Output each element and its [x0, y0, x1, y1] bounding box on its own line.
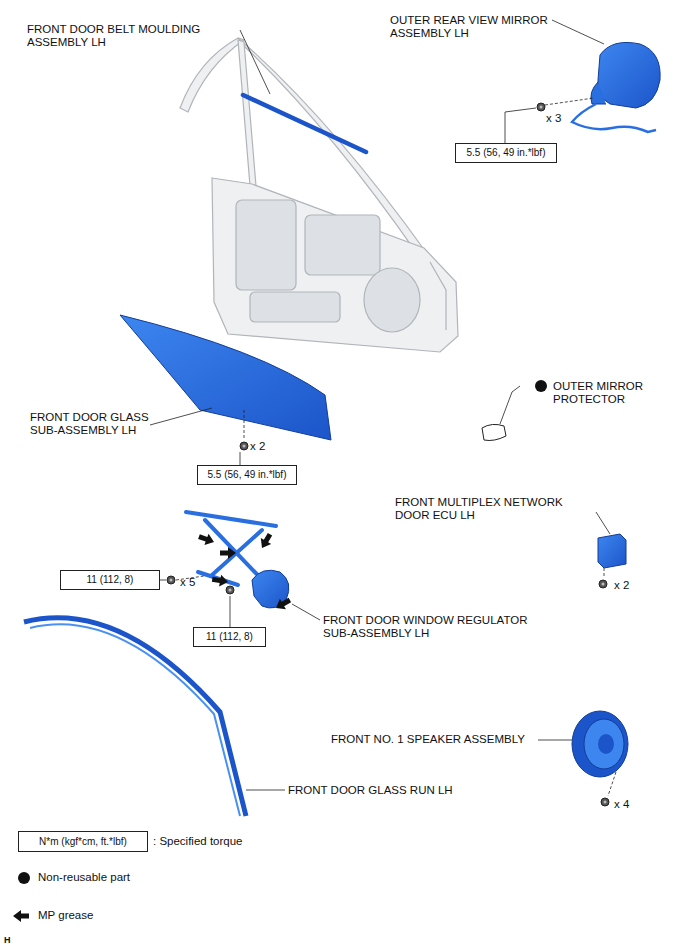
- door-glass: [120, 315, 331, 465]
- part-name: FRONT DOOR WINDOW REGULATOR SUB-ASSEMBLY…: [323, 614, 548, 640]
- door-ecu: [596, 512, 626, 588]
- quantity-label: FRONT DOOR GLASS RUN LH: [288, 784, 453, 797]
- non-reusable-symbol: [18, 872, 30, 884]
- quantity-label: x 3: [546, 112, 561, 125]
- window-regulator: [160, 512, 320, 627]
- quantity-label: x 5: [180, 576, 195, 589]
- glass-run: [24, 618, 285, 816]
- torque-box: 5.5 (56, 49 in.*lbf): [455, 143, 557, 163]
- part-name: FRONT DOOR GLASS SUB-ASSEMBLY LH: [30, 411, 160, 437]
- torque-value: 5.5 (56, 49 in.*lbf): [208, 469, 287, 481]
- mirror-assembly: [505, 20, 660, 143]
- torque-value: 11 (112, 8): [206, 631, 253, 643]
- legend-text: Non-reusable part: [38, 871, 130, 884]
- part-name: FRONT DOOR BELT MOULDING ASSEMBLY LH: [27, 23, 227, 49]
- grease-arrow-symbol: [13, 910, 29, 922]
- door-panel: [180, 38, 458, 352]
- belt-moulding: [243, 95, 366, 152]
- speaker-assembly: [538, 711, 628, 806]
- torque-value: 11 (112, 8): [87, 574, 134, 586]
- torque-value: 5.5 (56, 49 in.*lbf): [467, 147, 546, 159]
- part-name: OUTER MIRROR PROTECTOR: [553, 380, 663, 406]
- legend-text: : Specified torque: [153, 835, 243, 848]
- quantity-label: FRONT NO. 1 SPEAKER ASSEMBLY: [331, 733, 525, 746]
- torque-value: N*m (kgf*cm, ft.*lbf): [39, 836, 127, 848]
- torque-box: N*m (kgf*cm, ft.*lbf): [18, 831, 148, 852]
- torque-box: 11 (112, 8): [60, 570, 160, 590]
- part-name: OUTER REAR VIEW MIRROR ASSEMBLY LH: [390, 14, 550, 40]
- torque-box: 5.5 (56, 49 in.*lbf): [197, 465, 297, 485]
- quantity-label: x 4: [614, 798, 629, 811]
- mirror-protector: [482, 380, 547, 441]
- quantity-label: H: [4, 934, 11, 947]
- quantity-label: x 2: [614, 579, 629, 592]
- quantity-label: x 2: [250, 440, 265, 453]
- torque-box: 11 (112, 8): [193, 627, 266, 647]
- leader-line: [240, 30, 270, 94]
- part-name: FRONT MULTIPLEX NETWORK DOOR ECU LH: [395, 496, 585, 522]
- legend-text: MP grease: [38, 909, 93, 922]
